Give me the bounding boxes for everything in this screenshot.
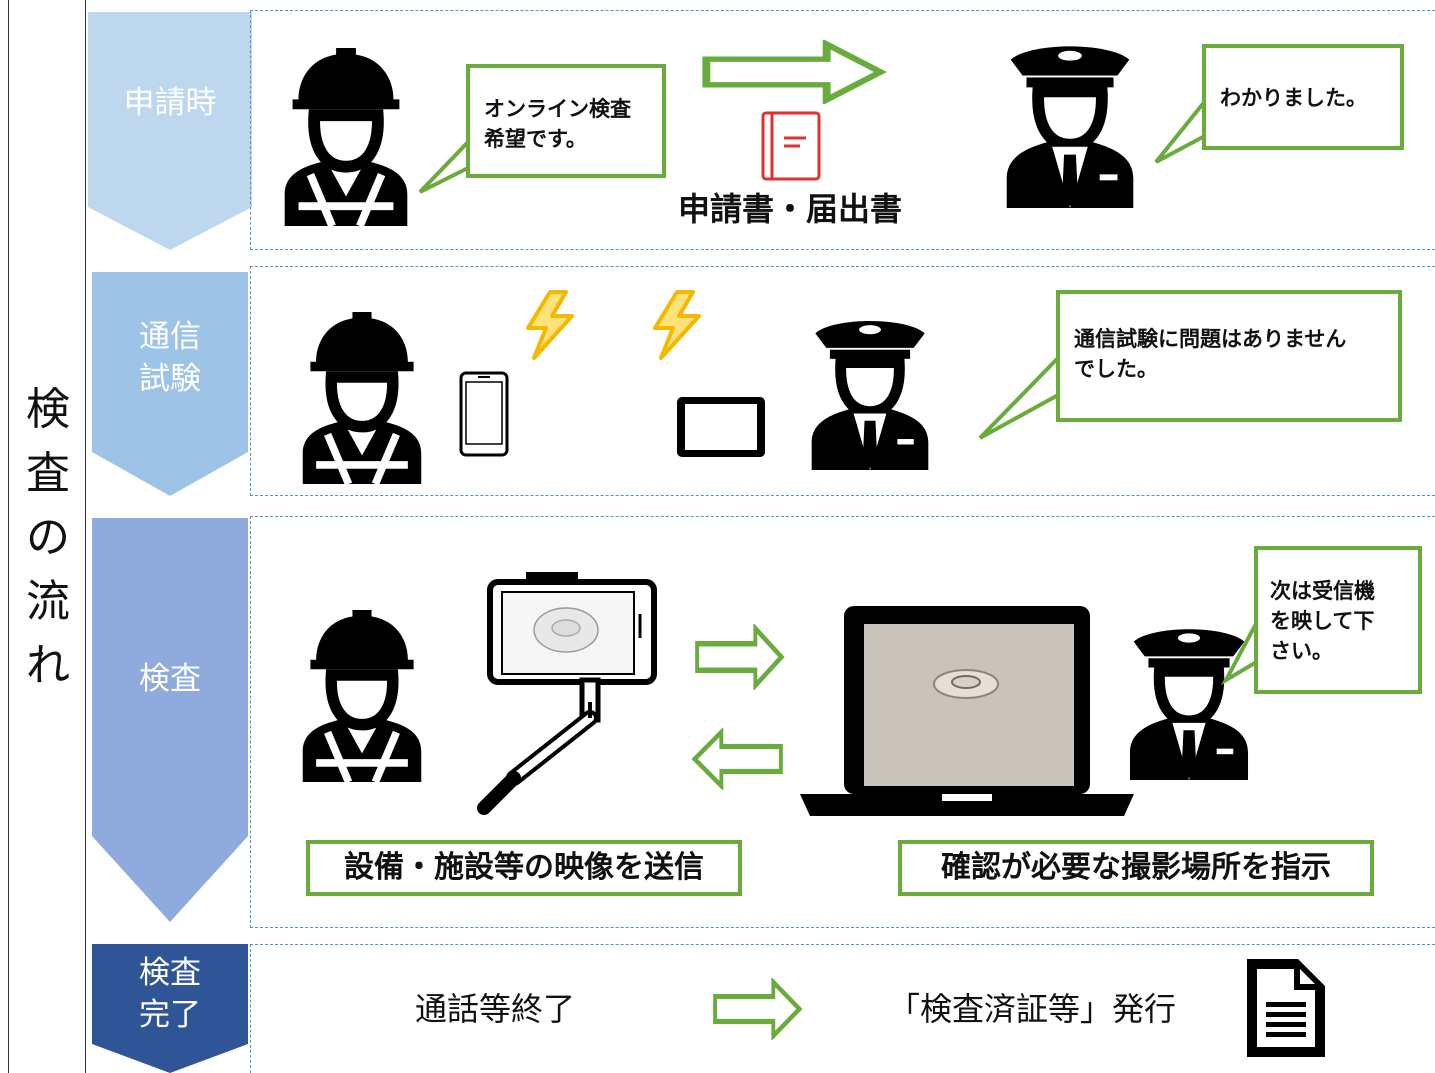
lightning-icon bbox=[518, 290, 582, 360]
panel-application bbox=[250, 10, 1435, 250]
bubble-line: 希望です。 bbox=[484, 127, 587, 151]
stage-label: 検査 完了 bbox=[88, 952, 252, 1036]
bubble-line: 次は受信機 bbox=[1270, 579, 1375, 603]
laptop-icon bbox=[800, 606, 1134, 816]
stage-chevron bbox=[92, 944, 248, 1073]
caption-send-video: 設備・施設等の映像を送信 bbox=[306, 840, 742, 896]
lightning-icon bbox=[646, 290, 708, 360]
document-icon bbox=[1247, 959, 1325, 1057]
flow-title-column: 検 査 の 流 れ bbox=[8, 0, 86, 1073]
right-arrow-icon bbox=[694, 624, 786, 690]
caption-instruct-location: 確認が必要な撮影場所を指示 bbox=[898, 840, 1374, 896]
inspector-cap-icon bbox=[996, 30, 1144, 208]
stage-communication-test: 通信 試験 bbox=[88, 272, 252, 496]
stage-chevron bbox=[88, 12, 252, 250]
flow-title-char: 検 bbox=[26, 384, 70, 435]
stage-label-line: 通信 bbox=[139, 319, 201, 355]
panel-completion bbox=[250, 944, 1435, 1073]
worker-helmet-icon bbox=[272, 48, 420, 226]
flow-title: 検 査 の 流 れ bbox=[9, 378, 87, 698]
right-arrow-icon bbox=[700, 40, 890, 104]
bubble-line: オンライン検査 bbox=[484, 97, 631, 121]
document-book-icon bbox=[761, 111, 821, 181]
bubble-understood: わかりました。 bbox=[1202, 44, 1404, 150]
stage-label: 検査 bbox=[88, 658, 252, 700]
bubble-next-receiver: 次は受信機 を映して下 さい。 bbox=[1254, 546, 1422, 694]
right-arrow-icon bbox=[712, 978, 804, 1040]
call-ended-text: 通話等終了 bbox=[414, 990, 575, 1028]
worker-helmet-icon bbox=[292, 610, 432, 782]
selfie-stick-phone-icon bbox=[477, 572, 657, 815]
certificate-issued-text: 「検査済証等」発行 bbox=[887, 990, 1176, 1028]
flow-title-char: 流 bbox=[26, 576, 70, 627]
stage-label-line: 検査 bbox=[139, 661, 201, 697]
worker-helmet-icon bbox=[292, 312, 432, 484]
bubble-online-request: オンライン検査 希望です。 bbox=[466, 64, 666, 178]
document-caption: 申請書・届出書 bbox=[677, 190, 902, 228]
stage-completion: 検査 完了 bbox=[88, 944, 252, 1073]
bubble-line: でした。 bbox=[1074, 357, 1158, 381]
flow-title-char: れ bbox=[26, 640, 70, 691]
left-arrow-icon bbox=[690, 728, 784, 790]
stage-label: 通信 試験 bbox=[88, 316, 252, 400]
tablet-icon bbox=[677, 397, 765, 457]
stage-inspection: 検査 bbox=[88, 518, 252, 922]
stage-label-line: 試験 bbox=[139, 361, 201, 397]
stage-label-line: 完了 bbox=[139, 997, 201, 1033]
bubble-test-ok: 通信試験に問題はありません でした。 bbox=[1056, 290, 1402, 422]
stage-label-line: 検査 bbox=[139, 955, 201, 991]
panel-communication-test bbox=[250, 266, 1435, 496]
stage-label: 申請時 bbox=[88, 82, 252, 124]
bubble-line: を映して下 bbox=[1270, 609, 1375, 633]
inspector-cap-icon bbox=[802, 306, 938, 470]
stage-chevron bbox=[92, 518, 248, 922]
flow-title-char: 査 bbox=[26, 448, 70, 499]
stage-application: 申請時 bbox=[88, 12, 252, 250]
stage-label-line: 申請時 bbox=[123, 85, 217, 121]
flow-title-char: の bbox=[26, 512, 70, 563]
smartphone-icon bbox=[459, 371, 509, 457]
panel-inspection bbox=[250, 516, 1435, 928]
stage-chevron bbox=[92, 272, 248, 496]
bubble-line: 通信試験に問題はありません bbox=[1074, 327, 1347, 351]
bubble-line: さい。 bbox=[1270, 639, 1333, 663]
